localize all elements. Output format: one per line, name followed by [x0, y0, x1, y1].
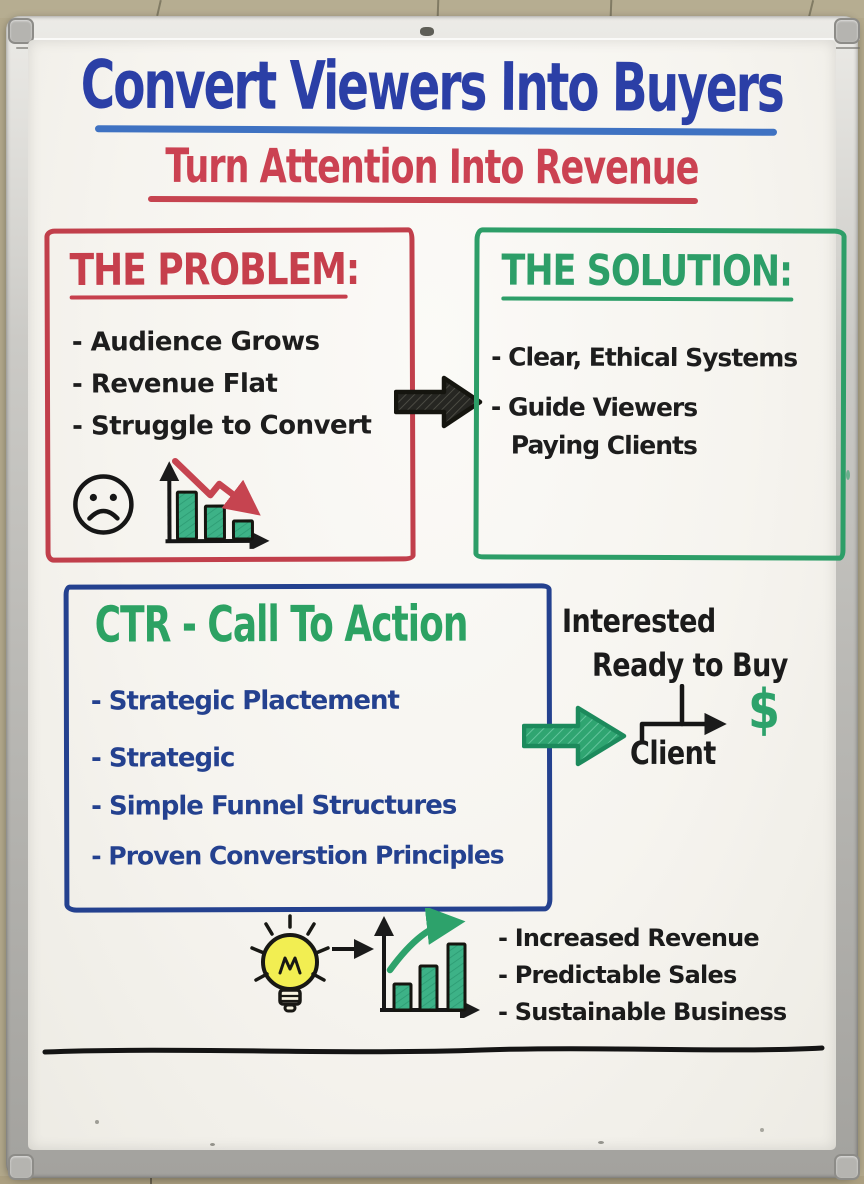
- divider-line: [42, 1045, 825, 1055]
- cta-box: CTR - Call To Action - Strategic Plactem…: [63, 583, 553, 913]
- frame-corner-cap: [8, 1154, 34, 1180]
- problem-heading-underline: [69, 294, 348, 300]
- solution-item: - Guide Viewers: [490, 392, 698, 423]
- cta-item: - Simple Funnel Structures: [91, 790, 457, 822]
- solution-item: - Clear, Ethical Systems: [491, 342, 798, 373]
- problem-heading: THE PROBLEM:: [69, 244, 360, 296]
- cta-item: - Strategic: [90, 743, 235, 774]
- solution-box: THE SOLUTION: - Clear, Ethical Systems -…: [473, 227, 847, 561]
- funnel-label-ready-to-buy: Ready to Buy: [592, 647, 788, 685]
- solution-item-continuation: Paying Clients: [510, 430, 697, 461]
- outcome-item: - Sustainable Business: [498, 998, 787, 1026]
- problem-to-solution-arrow-icon: [394, 375, 483, 429]
- board-smudge: [760, 1128, 764, 1132]
- frame-corner-cap: [8, 18, 34, 44]
- cta-heading: CTR - Call To Action: [94, 596, 468, 654]
- idea-arrow-icon: [332, 939, 374, 959]
- funnel-connector: [639, 684, 727, 743]
- frame-green-mark: [846, 470, 850, 480]
- growth-arrow-icon: [386, 908, 466, 974]
- solution-heading-underline: [501, 296, 794, 302]
- sad-face-icon: [73, 474, 134, 535]
- floor-seam: [150, 1176, 152, 1184]
- board-smudge: [95, 1120, 99, 1124]
- decline-arrow-icon: [171, 457, 261, 516]
- outcome-item: - Predictable Sales: [498, 961, 737, 989]
- problem-item: - Revenue Flat: [71, 368, 278, 400]
- cta-item: - Strategic Plactement: [90, 685, 399, 717]
- problem-item: - Struggle to Convert: [72, 410, 372, 442]
- dollar-sign: $: [748, 677, 781, 741]
- page-title: Convert Viewers Into Buyers: [80, 46, 784, 129]
- frame-corner-cap: [834, 18, 860, 44]
- frame-smudge: [420, 27, 434, 36]
- cta-item: - Proven Converstion Principles: [91, 840, 504, 871]
- solution-heading: THE SOLUTION:: [501, 246, 793, 297]
- board-smudge: [598, 1141, 604, 1144]
- growth-bar-chart-icon: [374, 908, 480, 1018]
- board-smudge: [210, 1143, 215, 1146]
- problem-box: THE PROBLEM: - Audience Grows - Revenue …: [44, 227, 416, 563]
- frame-highlight: [16, 38, 860, 40]
- funnel-label-interested: Interested: [562, 603, 716, 641]
- cta-result-arrow-icon: [522, 705, 627, 767]
- ceiling-strip: [0, 0, 864, 18]
- funnel-label-client: Client: [630, 735, 716, 773]
- problem-item: - Audience Grows: [71, 326, 320, 358]
- page-subtitle: Turn Attention Into Revenue: [165, 140, 699, 196]
- lightbulb-icon: [250, 914, 330, 1013]
- floor-strip: [0, 1176, 864, 1184]
- declining-bar-chart-icon: [159, 457, 270, 550]
- frame-corner-cap: [834, 1154, 860, 1180]
- outcome-item: - Increased Revenue: [498, 924, 760, 952]
